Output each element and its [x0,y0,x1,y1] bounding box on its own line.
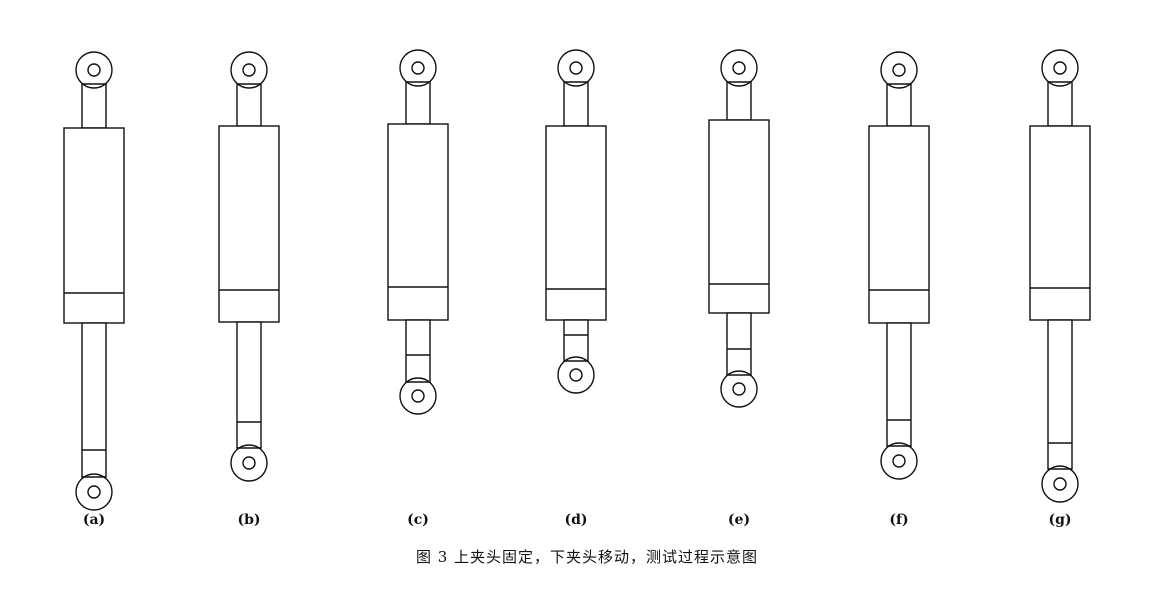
figure-caption: 图 3 上夹头固定，下夹头移动，测试过程示意图 [415,548,759,566]
lower-eye [399,377,437,415]
upper-eye [399,49,437,87]
upper-eye-hole [87,63,101,77]
lower-eye [720,370,758,408]
label-b: (b) [237,512,261,528]
upper-eye-hole [411,61,425,75]
label-a: (a) [82,512,106,528]
cylinder-body [545,125,607,321]
shock-absorber-d [545,49,607,394]
shock-absorber-g [1029,49,1091,503]
upper-rod [886,83,912,127]
upper-eye [230,51,268,89]
upper-eye [1041,49,1079,87]
label-c: (c) [407,512,429,528]
upper-rod [81,83,107,129]
cylinder-body [387,123,449,321]
lower-rod [236,321,262,449]
label-e: (e) [727,512,751,528]
cylinder-body [63,127,125,324]
cylinder-body [1029,125,1091,321]
cylinder-body [868,125,930,324]
upper-rod [1047,81,1073,127]
lower-eye-hole [1053,477,1067,491]
shock-absorber-f [868,51,930,480]
cylinder-body [218,125,280,323]
shock-absorber-e [708,49,770,408]
upper-rod [236,83,262,127]
upper-eye-hole [732,61,746,75]
lower-eye-hole [892,454,906,468]
lower-rod [81,322,107,478]
upper-eye-hole [892,63,906,77]
lower-eye [557,356,595,394]
lower-eye [1041,465,1079,503]
lower-eye-hole [569,368,583,382]
lower-eye-hole [242,456,256,470]
lower-eye [880,442,918,480]
cylinder-body [708,119,770,314]
lower-eye-hole [732,382,746,396]
shock-absorber-a [63,51,125,511]
shock-absorber-b [218,51,280,482]
lower-eye-hole [87,485,101,499]
lower-rod [886,322,912,447]
upper-eye [720,49,758,87]
lower-eye [230,444,268,482]
lower-eye-hole [411,389,425,403]
lower-rod [726,312,752,376]
lower-rod [405,319,431,383]
upper-rod [405,81,431,125]
lower-eye [75,473,113,511]
upper-eye [880,51,918,89]
upper-eye-hole [242,63,256,77]
shock-absorber-c [387,49,449,415]
label-d: (d) [564,512,588,528]
upper-eye-hole [569,61,583,75]
upper-rod [726,81,752,121]
upper-eye [75,51,113,89]
lower-rod [563,319,589,362]
lower-rod [1047,319,1073,470]
label-g: (g) [1048,512,1072,528]
upper-rod [563,81,589,127]
label-f: (f) [889,512,909,528]
upper-eye-hole [1053,61,1067,75]
upper-eye [557,49,595,87]
